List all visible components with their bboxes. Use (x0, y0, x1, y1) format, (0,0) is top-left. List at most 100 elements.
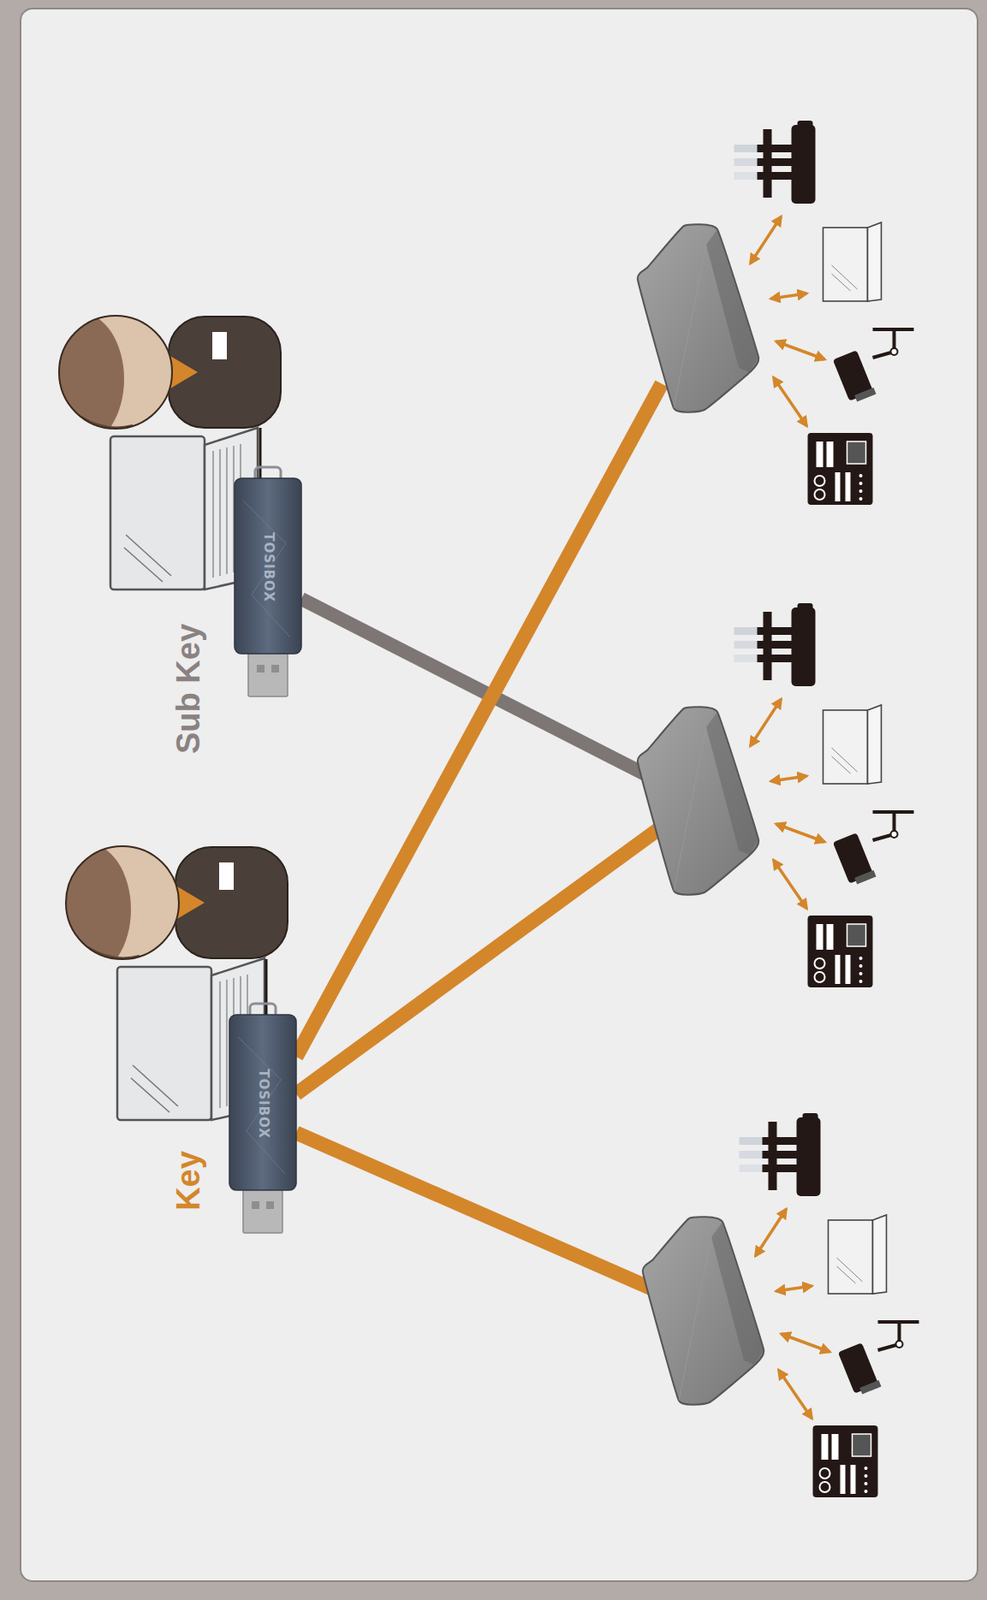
plug-hole (271, 665, 280, 673)
device-link-arrow (750, 699, 782, 747)
recorder-slot (845, 955, 851, 985)
vent-shadow (734, 627, 761, 636)
device-link-arrow (776, 824, 826, 843)
recorder-knob (814, 489, 826, 500)
usb-key-body (229, 1015, 297, 1191)
mount-joint (891, 348, 898, 356)
recorder-led (859, 972, 863, 976)
recorder-slot (850, 1465, 857, 1495)
user-hair (35, 312, 125, 446)
vent-bar (757, 627, 797, 636)
recorder-slot (832, 1434, 839, 1461)
screen-glare (130, 1078, 170, 1113)
camera-lens (859, 1380, 881, 1395)
laptop-screen (828, 1220, 874, 1295)
vent-shadow (734, 641, 761, 649)
gateway-edge (678, 1237, 712, 1402)
device-post (768, 1122, 778, 1191)
recorder-knob (814, 958, 826, 970)
recorder-slot (835, 955, 841, 985)
usb-cable (265, 959, 268, 1017)
recorder-knob (814, 972, 826, 983)
recorder-slot (826, 441, 834, 468)
screen-glare (832, 273, 851, 292)
recorder-led (859, 489, 863, 494)
camera-device (832, 329, 915, 402)
screen-glare (837, 1266, 857, 1285)
vent-shadow (739, 1137, 766, 1146)
vent-shadow (734, 158, 761, 167)
recorder-led (859, 964, 863, 969)
gateway-box (636, 224, 759, 413)
device-body (791, 607, 816, 687)
box-shape (636, 224, 759, 413)
laptop-keyboard (868, 222, 882, 302)
device-link-arrow (776, 341, 826, 360)
recorder-slot (826, 924, 834, 951)
device-body (796, 1117, 821, 1197)
device-knob (797, 120, 814, 131)
screen-glare (124, 547, 163, 583)
gateway-side (706, 712, 759, 856)
device-link-arrow (773, 860, 808, 910)
recorder-led (864, 1467, 869, 1471)
mount-joint (896, 1341, 904, 1349)
recorder-led (859, 474, 863, 478)
vent-bar (762, 1137, 802, 1146)
screen-glare (832, 265, 858, 290)
camera-lens (854, 870, 876, 885)
recorder-body (808, 915, 874, 988)
recorder-device (813, 1426, 879, 1499)
screen-glare (837, 1258, 863, 1283)
vent-bar (757, 144, 797, 153)
head-outline (65, 846, 179, 960)
user-hair (41, 843, 131, 977)
secure-connection (301, 599, 662, 784)
gateway-box (641, 1217, 764, 1406)
laptop-device (823, 705, 882, 785)
usb-key: KeyTOSIBOX (229, 1003, 297, 1235)
device-body (791, 124, 816, 204)
recorder-knob (820, 1468, 831, 1480)
laptop-screen (110, 436, 205, 590)
recorder-body (813, 1426, 879, 1499)
keyboard-line (219, 981, 220, 1109)
camera-device (838, 1322, 920, 1395)
brand-logo: TOSIBOX (256, 1069, 270, 1140)
vent-bar (757, 172, 797, 180)
recorder-knob (814, 475, 826, 487)
io-device (739, 1113, 821, 1197)
device-knob (802, 1113, 819, 1124)
recorder-knob (820, 1482, 831, 1493)
usb-key-body (234, 478, 302, 655)
gateway-side (711, 1222, 764, 1366)
recorder-led (859, 497, 863, 501)
vent-shadow (734, 144, 761, 153)
gateway-edge (673, 727, 707, 892)
panel-background (20, 8, 978, 1582)
vent-shadow (734, 172, 761, 180)
recorder-slot (821, 1434, 829, 1461)
key-pattern (243, 500, 291, 638)
key-label: Sub Key (172, 624, 205, 755)
brand-logo: TOSIBOX (261, 532, 275, 603)
device-link-arrow (771, 293, 808, 299)
recorder-led (859, 980, 863, 984)
keyboard-line (212, 451, 214, 578)
keyboard-line (225, 447, 227, 575)
recorder-led (859, 481, 863, 486)
plug-hole (251, 1201, 260, 1210)
secure-connection (296, 1133, 667, 1297)
recorder-device (808, 915, 874, 988)
recorder-led (864, 1474, 869, 1479)
usb-plug (243, 1189, 283, 1234)
laptop-keyboard (868, 705, 882, 785)
box-shape (636, 707, 759, 896)
keyboard-line (225, 980, 227, 1107)
gateway-body (637, 707, 759, 895)
